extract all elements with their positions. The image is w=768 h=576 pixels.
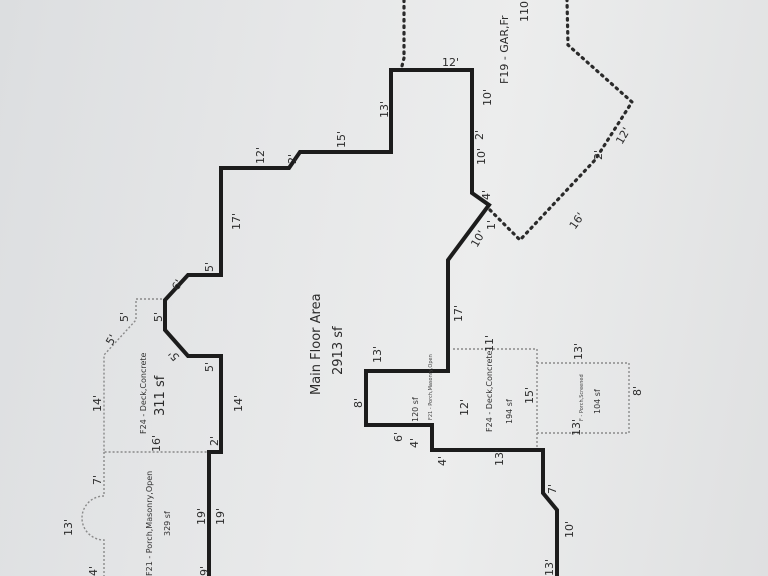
dim-label: 10' — [563, 521, 576, 538]
deck-b-label: F24 - Deck,Concrete — [485, 350, 494, 432]
dim-label: 5' — [203, 262, 216, 272]
dim-label: 4' — [480, 190, 493, 200]
dim-label: 12' — [442, 56, 459, 69]
dim-label: 13' — [62, 519, 75, 536]
dim-label: 13' — [572, 343, 585, 360]
dim-label: 13' — [378, 101, 391, 118]
dim-label: 8' — [352, 398, 365, 408]
dim-label: 13' — [543, 559, 556, 576]
dim-label: 11' — [483, 335, 496, 352]
garage-label: F19 - GAR,Fr — [498, 15, 511, 84]
dim-label: 6' — [392, 432, 405, 442]
dim-label: 14' — [91, 395, 104, 412]
porch-label: F21 - Porch,Masonry,Open — [145, 471, 154, 576]
dim-label: 12' — [458, 399, 471, 416]
enclosed-label: F - Porch,Screened — [579, 374, 585, 421]
deck-outline-upper — [103, 298, 208, 453]
dim-label: 8' — [631, 386, 644, 396]
deck-a-area: 311 sf — [153, 375, 168, 416]
dim-label: 19' — [214, 508, 227, 525]
dim-label: 15' — [523, 387, 536, 404]
deck-a-label: F24 - Deck,Concrete — [139, 352, 148, 434]
dim-label: 17' — [230, 213, 243, 230]
area-labels: Main Floor Area 2913 sf F19 - GAR,Fr 110… — [139, 1, 602, 576]
dim-label: 2' — [592, 150, 605, 160]
dim-label: 13' — [570, 419, 583, 436]
main-area-value: 2913 sf — [331, 326, 346, 375]
dim-label: 4' — [436, 456, 449, 466]
dimension-labels: 12' 13' 10' 2' 10' 4' 1' 10' 15' 2' 12' … — [62, 56, 644, 576]
porch-b-area: 120 sf — [411, 397, 420, 422]
garage-outline — [400, 0, 635, 243]
dim-label: 5' — [166, 347, 182, 363]
enclosed-area: 104 sf — [593, 389, 602, 414]
dim-label: 19' — [195, 508, 208, 525]
dim-label: 12' — [254, 147, 267, 164]
garage-partial: 110 — [518, 1, 531, 22]
porch-b-label: F21 - Porch,Masonry,Open — [428, 354, 434, 420]
dim-label: 5' — [103, 332, 119, 347]
dim-label: 4' — [408, 438, 421, 448]
dim-label: 7' — [91, 475, 104, 485]
dim-label: 2' — [473, 130, 486, 140]
deck-outline-lower — [453, 348, 538, 452]
dim-label: 5' — [203, 362, 216, 372]
dim-label: 17' — [452, 305, 465, 322]
dim-label: 5' — [118, 312, 131, 322]
main-floor-outline — [163, 68, 559, 576]
dim-label: 10' — [475, 148, 488, 165]
dim-label: 14' — [232, 395, 245, 412]
dim-label: 2' — [286, 154, 299, 164]
enclosed-porch-outline — [537, 362, 630, 434]
dim-label: 4' — [87, 566, 100, 576]
dim-label: 5' — [152, 312, 165, 322]
dim-label: 16' — [567, 210, 587, 231]
dim-label: 2' — [208, 436, 221, 446]
dim-label: 13' — [371, 346, 384, 363]
dim-label: 13' — [493, 449, 506, 466]
dim-label: 10' — [481, 89, 494, 106]
dim-label: 9' — [198, 566, 211, 576]
dim-label: 16' — [150, 435, 163, 452]
main-area-name: Main Floor Area — [309, 293, 324, 395]
dim-label: 15' — [335, 131, 348, 148]
porch-area: 329 sf — [163, 511, 172, 536]
deck-b-area: 194 sf — [505, 399, 514, 424]
dim-label: 7' — [546, 484, 559, 494]
porch-outline — [81, 452, 105, 576]
dim-label: 1' — [485, 220, 498, 230]
